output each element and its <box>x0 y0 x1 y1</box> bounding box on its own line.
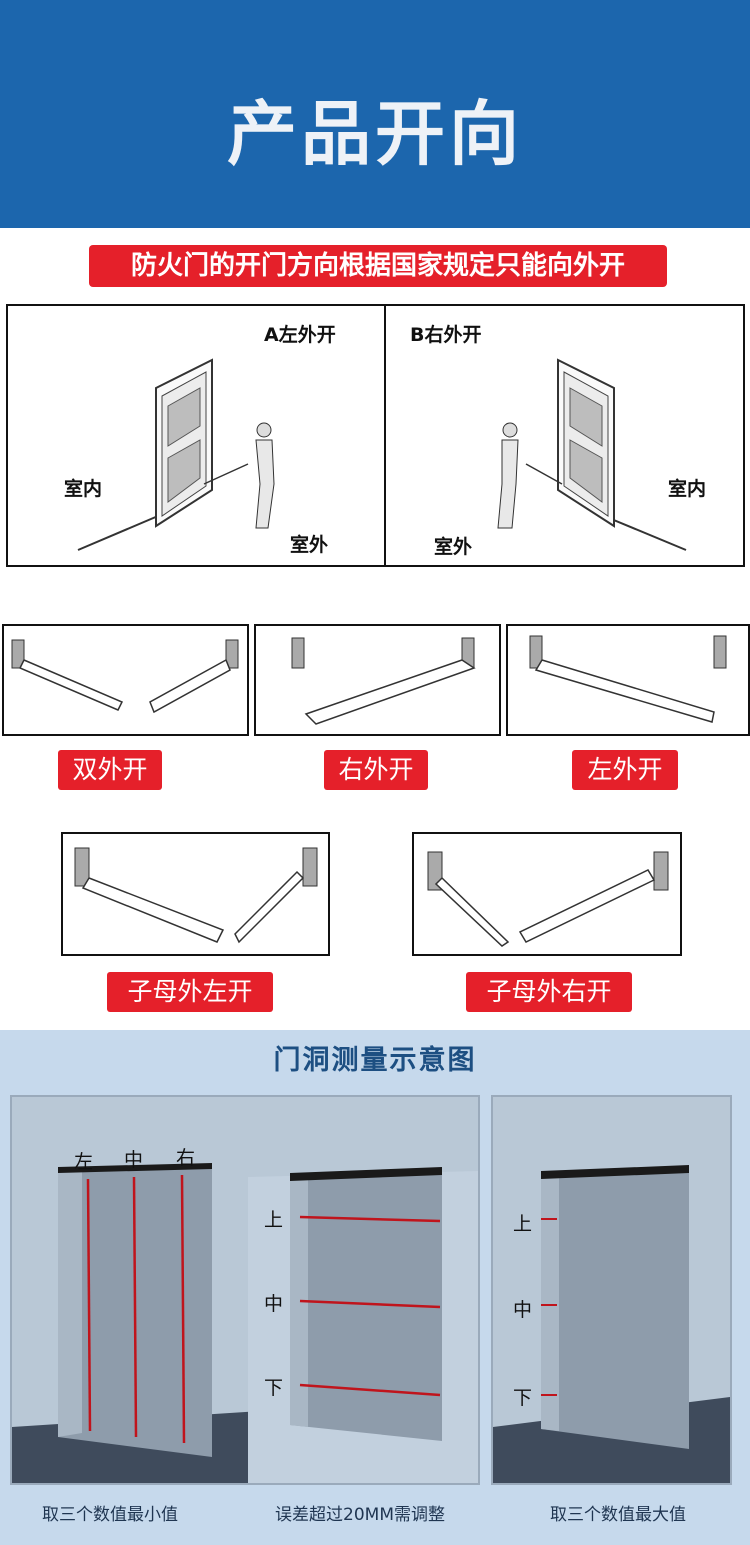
door-right-illustration <box>497 358 687 551</box>
measure-panel-narrow: 上 中 下 <box>491 1095 732 1485</box>
door-left-illustration <box>77 358 275 551</box>
swing-label-left: 左外开 <box>572 750 678 790</box>
measure-narrow-label-bottom: 下 <box>513 1387 533 1409</box>
swing-label-mother-right: 子母外右开 <box>466 972 632 1012</box>
measure-caption-2: 误差超过20MM需调整 <box>275 1505 445 1525</box>
scene-left-inside: 室内 <box>64 478 103 500</box>
scene-right-inside: 室内 <box>668 478 707 500</box>
header-banner <box>0 0 750 228</box>
swing-diagram-mother-left <box>61 832 330 956</box>
swing-diagram-mother-right <box>412 832 682 956</box>
scene-right-outside: 室外 <box>434 536 473 558</box>
swing-label-mother-left: 子母外左开 <box>107 972 273 1012</box>
swing-diagram-left <box>506 624 750 736</box>
page-title: 产品开向 <box>227 93 523 175</box>
measure-caption-3: 取三个数值最大值 <box>550 1505 686 1525</box>
measure-label-left: 左 <box>74 1151 94 1173</box>
measure-label-right: 右 <box>176 1147 196 1169</box>
measure-label-middle: 中 <box>124 1149 144 1171</box>
scene-left-panel: A左外开 室内 室外 <box>6 304 386 567</box>
measure-narrow-label-top: 上 <box>513 1213 533 1235</box>
measure-title: 门洞测量示意图 <box>273 1045 477 1076</box>
scene-right-panel: B右外开 室内 室外 <box>384 304 745 567</box>
scene-left-title: A左外开 <box>264 324 336 346</box>
swing-label-right: 右外开 <box>324 750 428 790</box>
measure-caption-1: 取三个数值最小值 <box>42 1505 178 1525</box>
swing-diagram-right <box>254 624 501 736</box>
measure-label-top: 上 <box>264 1209 284 1231</box>
measure-panel-wide: 左 中 右 上 中 下 <box>10 1095 480 1485</box>
swing-label-double: 双外开 <box>58 750 162 790</box>
swing-diagram-double <box>2 624 249 736</box>
measure-narrow-label-center: 中 <box>513 1299 533 1321</box>
measure-label-center: 中 <box>264 1293 284 1315</box>
scene-right-title: B右外开 <box>410 324 482 346</box>
scene-left-outside: 室外 <box>290 534 329 556</box>
measure-label-bottom: 下 <box>264 1377 284 1399</box>
measure-arrows-1 <box>86 1174 441 1444</box>
regulation-notice: 防火门的开门方向根据国家规定只能向外开 <box>89 245 667 287</box>
